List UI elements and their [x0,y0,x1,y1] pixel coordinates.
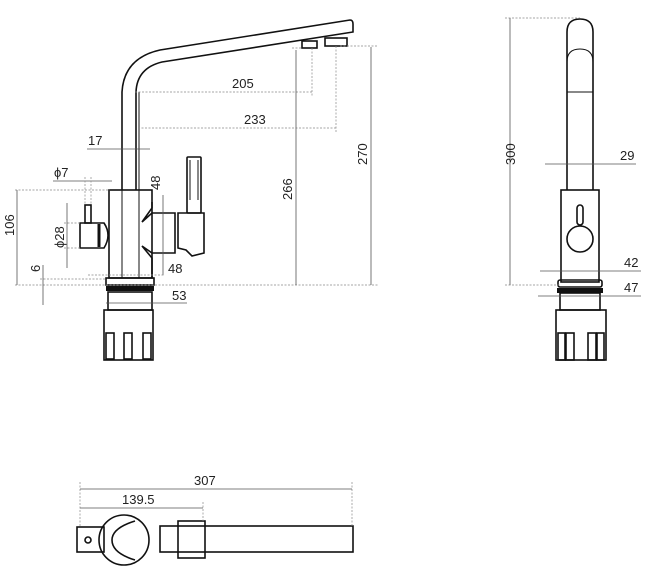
base-ring [105,277,155,286]
dim-53: 53 [172,288,186,303]
top-collar [177,520,206,559]
dim-47: 47 [624,280,638,295]
dim-300: 300 [503,143,518,165]
front-view: 300 29 42 47 [503,17,641,361]
dim-205: 205 [232,76,254,91]
dim-42: 42 [624,255,638,270]
front-mount-nut [555,309,607,361]
dim-6: 6 [28,265,43,272]
washer [106,286,154,291]
body [108,189,153,279]
right-handle-block [177,212,205,257]
top-tab [76,526,105,553]
dim-106: 106 [2,214,17,236]
front-body [560,189,600,283]
dim-phi28: ϕ28 [52,226,67,248]
shank [107,291,153,311]
top-spout [159,525,354,553]
left-knob [79,222,109,249]
dim-29: 29 [620,148,634,163]
lever [186,156,202,214]
top-nut [98,514,150,566]
top-view: 307 139.5 [76,473,354,566]
dim-233: 233 [244,112,266,127]
t-branch [141,202,176,278]
dim-270: 270 [355,143,370,165]
dim-17: 17 [88,133,102,148]
front-spout [566,18,594,190]
left-stem [84,204,92,224]
dim-139-5: 139.5 [122,492,155,507]
dim-48-horizontal: 48 [168,261,182,276]
spout-outline [121,19,354,190]
dim-phi7: ϕ7 [54,165,69,180]
side-view: 205 233 17 266 270 106 ϕ7 ϕ28 6 48 48 53 [2,19,378,361]
dim-48-vertical: 48 [148,176,163,190]
front-knob [566,225,594,253]
mount-nut [103,309,154,361]
dim-266: 266 [280,178,295,200]
dim-307: 307 [194,473,216,488]
front-stem [576,204,584,226]
